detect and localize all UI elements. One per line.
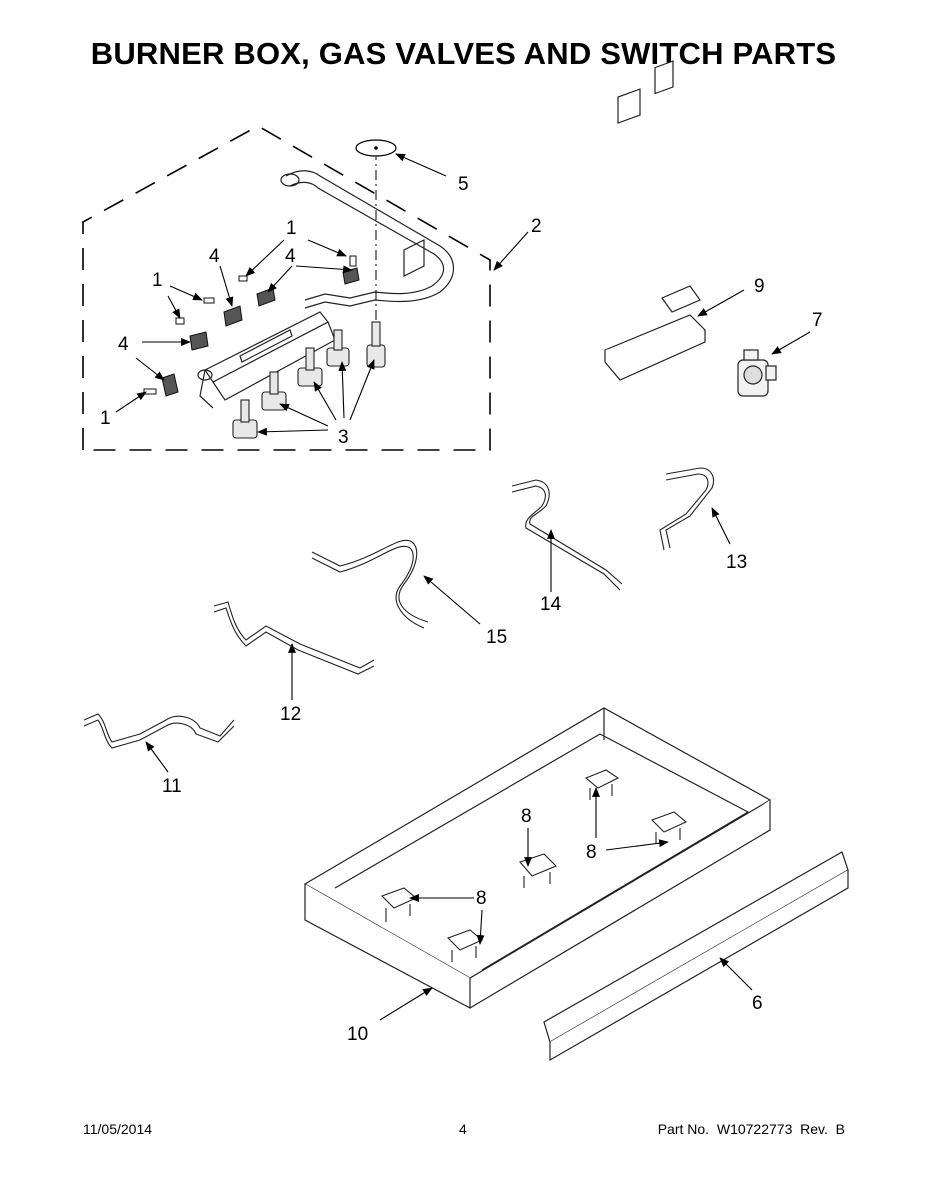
callout-9: 9 — [754, 276, 765, 297]
bracket-5 — [447, 929, 484, 962]
callout-14: 14 — [540, 594, 562, 615]
leader-11 — [145, 741, 169, 773]
burner-assembly-boundary — [82, 125, 491, 451]
callout-6: 6 — [752, 993, 763, 1014]
leader-3a — [257, 427, 329, 436]
valve-bracket — [197, 311, 336, 409]
callout-7: 7 — [812, 310, 823, 331]
gas-tube-15-b — [311, 545, 425, 629]
callout-1-bottom: 1 — [100, 408, 111, 429]
gas-tube-12-b — [213, 607, 375, 675]
bracket-1 — [584, 769, 620, 800]
gas-tube-14 — [511, 479, 623, 585]
bracket-2 — [651, 811, 688, 844]
screw-e — [143, 388, 157, 395]
leader-3d — [338, 361, 347, 419]
callout-5: 5 — [458, 174, 469, 195]
leader-4a — [295, 265, 353, 274]
callout-13: 13 — [726, 552, 747, 573]
callout-10: 10 — [347, 1024, 368, 1045]
callout-15: 15 — [486, 627, 507, 648]
gas-valve-1 — [232, 399, 258, 439]
gas-valves — [232, 321, 386, 439]
gas-tube-15 — [311, 539, 429, 623]
footer-part-number: Part No. W10722773 Rev. B — [657, 1121, 845, 1137]
screw-a — [349, 255, 357, 267]
leader-10 — [379, 987, 433, 1021]
callout-4-left: 4 — [118, 334, 129, 355]
callout-1-mid: 1 — [152, 270, 163, 291]
leader-8c — [605, 839, 669, 851]
screw-d — [175, 317, 185, 325]
gas-manifold-tube — [280, 170, 454, 309]
gas-valve-3 — [297, 347, 323, 387]
leader-6 — [719, 957, 753, 991]
burner-brackets — [381, 769, 688, 962]
callout-8-left: 8 — [476, 888, 487, 909]
leader-8e — [476, 909, 485, 945]
switch-d — [189, 331, 209, 351]
igniter-switches — [161, 267, 360, 397]
burner-box-pan — [303, 707, 772, 1009]
screw-c — [203, 297, 215, 304]
gas-valve-4 — [326, 329, 350, 367]
spark-module — [604, 60, 707, 381]
gas-tube-13-b — [659, 473, 709, 551]
front-trim-panel — [543, 851, 849, 1062]
screw-b — [238, 275, 248, 282]
gas-tube-11 — [83, 713, 235, 743]
leader-4b — [219, 265, 234, 307]
leader-1a — [307, 239, 347, 257]
leader-15 — [423, 575, 481, 625]
leader-1e — [115, 391, 147, 413]
gas-valve-5 — [366, 321, 386, 368]
gas-tube-13 — [665, 467, 715, 549]
callout-3: 3 — [338, 427, 349, 448]
callout-4-top-right: 4 — [285, 246, 296, 267]
leader-5 — [395, 153, 447, 177]
callout-2: 2 — [531, 216, 542, 237]
leader-1b — [245, 239, 285, 277]
pressure-regulator — [737, 349, 777, 397]
leader-1c — [169, 285, 203, 301]
switch-c — [223, 305, 243, 327]
leader-3c — [313, 381, 337, 421]
callout-4-top-left: 4 — [209, 246, 220, 267]
leader-4e — [135, 357, 165, 381]
callout-labels: 5 2 1 4 4 1 4 1 3 9 7 13 14 15 12 11 8 8… — [100, 174, 823, 1045]
gas-tube-12 — [213, 601, 375, 669]
page-title: BURNER BOX, GAS VALVES AND SWITCH PARTS — [90, 36, 837, 71]
footer-date: 11/05/2014 — [83, 1121, 153, 1137]
switch-e — [161, 373, 179, 397]
leader-7 — [771, 331, 811, 355]
gas-tubes — [83, 467, 715, 749]
leader-3e — [349, 359, 375, 421]
callout-8-right: 8 — [586, 842, 597, 863]
burner-disc — [355, 139, 397, 157]
callout-11: 11 — [162, 776, 182, 797]
callout-1-top-right: 1 — [286, 218, 297, 239]
switch-b — [256, 287, 276, 307]
leader-13 — [711, 507, 731, 545]
callout-8-top: 8 — [521, 806, 532, 827]
leader-arrows — [115, 153, 811, 1021]
leader-2 — [493, 231, 529, 271]
leader-9 — [697, 289, 745, 317]
screws — [143, 255, 357, 395]
gas-tube-14-b — [511, 485, 621, 591]
gas-tube-11-b — [83, 719, 235, 749]
footer-page-number: 4 — [459, 1121, 467, 1137]
leader-1d — [167, 295, 181, 319]
callout-12: 12 — [280, 704, 301, 725]
leader-3b — [279, 403, 329, 427]
leader-4c — [267, 265, 293, 293]
